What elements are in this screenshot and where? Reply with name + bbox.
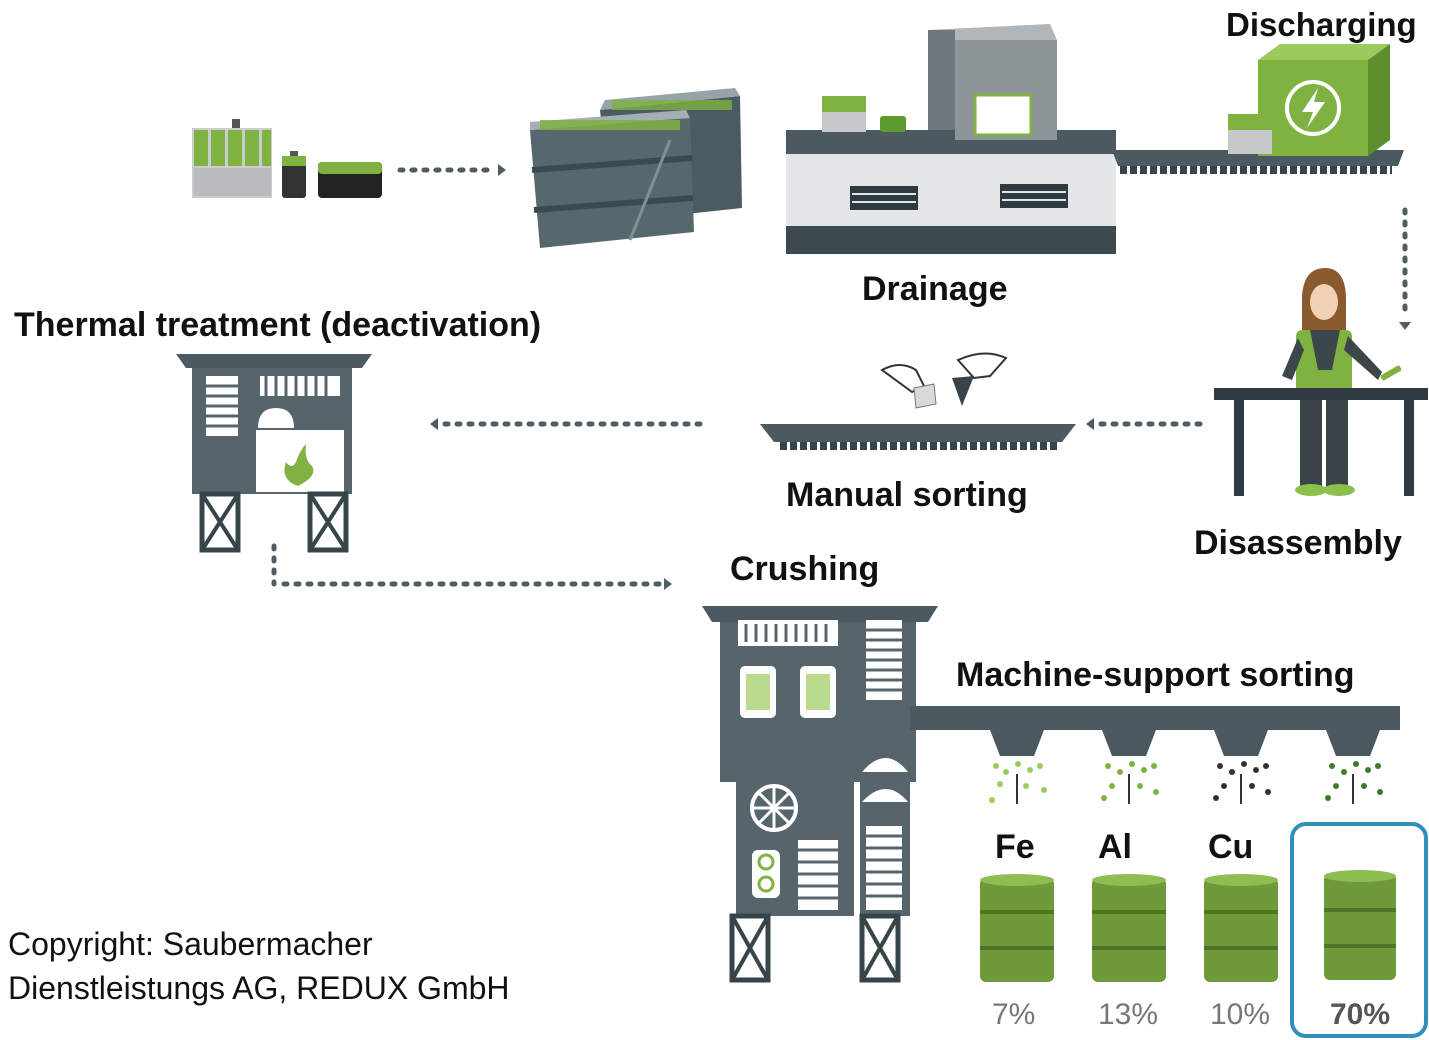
arrow-disassembly-to-sorting — [1086, 418, 1203, 430]
barrel-cu-icon — [1204, 874, 1278, 982]
arrow-thermal-to-crushing — [271, 543, 672, 590]
label-manual-sorting: Manual sorting — [786, 476, 1028, 514]
barrel-remainder-icon — [1324, 870, 1396, 980]
copyright-line-1: Copyright: Saubermacher — [8, 926, 373, 962]
battery-pack-icon — [192, 119, 272, 198]
disassembly-worker-icon — [1214, 268, 1428, 496]
label-thermal-treatment: Thermal treatment (deactivation) — [14, 306, 542, 344]
thermal-treatment-furnace-icon — [176, 354, 372, 553]
material-al: Al — [1098, 828, 1132, 866]
crushing-machine-icon — [702, 606, 938, 983]
percent-remainder: 70% — [1330, 998, 1391, 1031]
copyright-line-2: Dienstleistungs AG, REDUX GmbH — [8, 970, 510, 1006]
arrow-sorting-to-thermal — [430, 418, 703, 430]
arrow-input-to-bins — [397, 164, 506, 176]
material-cu: Cu — [1208, 828, 1254, 866]
copyright-notice: Copyright: Saubermacher Dienstleistungs … — [8, 922, 510, 1010]
block-battery-icon — [318, 162, 382, 198]
arrow-discharging-to-disassembly — [1399, 207, 1411, 330]
highlight-box — [1290, 822, 1428, 1038]
barrel-fe-icon — [980, 874, 1054, 982]
percent-fe: 7% — [992, 998, 1036, 1031]
discharging-unit-icon — [1112, 44, 1404, 174]
percent-cu: 10% — [1210, 998, 1271, 1031]
label-discharging: Discharging — [1226, 6, 1417, 43]
material-fe: Fe — [995, 828, 1035, 866]
barrel-al-icon — [1092, 874, 1166, 982]
percent-al: 13% — [1098, 998, 1159, 1031]
manual-sorting-conveyor-icon — [760, 352, 1076, 450]
storage-bins-icon — [530, 88, 742, 248]
label-machine-sorting: Machine-support sorting — [956, 656, 1355, 694]
label-crushing: Crushing — [730, 550, 880, 588]
label-drainage: Drainage — [862, 270, 1008, 308]
label-disassembly: Disassembly — [1194, 524, 1402, 562]
single-battery-icon — [282, 151, 306, 198]
drainage-machine-icon — [786, 24, 1116, 254]
machine-sorting-conveyor-icon — [910, 706, 1400, 804]
